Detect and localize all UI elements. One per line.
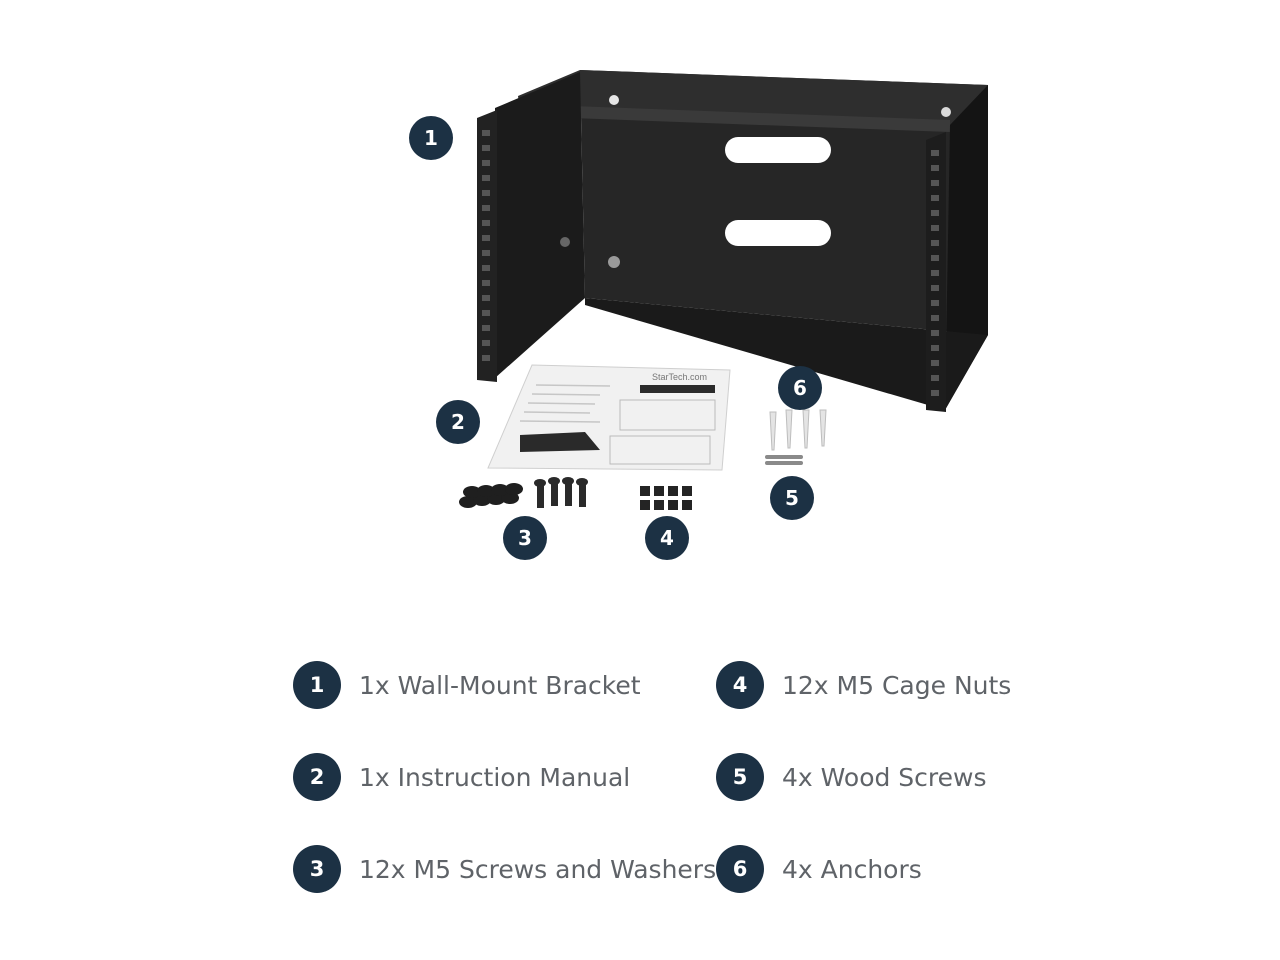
anchors <box>769 409 827 451</box>
legend-number-badge: 3 <box>293 845 341 893</box>
legend-label: 12x M5 Cage Nuts <box>782 670 1012 700</box>
legend-item-6: 6 4x Anchors <box>716 844 922 894</box>
legend-number-badge: 5 <box>716 753 764 801</box>
product-photo: StarTech.com <box>459 70 988 510</box>
legend-label: 4x Wood Screws <box>782 762 987 792</box>
legend-label: 1x Instruction Manual <box>359 762 631 792</box>
callout-badge-1: 1 <box>409 116 453 160</box>
legend-number-badge: 6 <box>716 845 764 893</box>
legend-number-badge: 2 <box>293 753 341 801</box>
m5-cage-nuts <box>640 486 692 510</box>
callout-number: 1 <box>424 126 438 150</box>
legend-item-1: 1 1x Wall-Mount Bracket <box>293 660 641 710</box>
legend-number-badge: 4 <box>716 661 764 709</box>
callout-badge-4: 4 <box>645 516 689 560</box>
callout-badge-6: 6 <box>778 366 822 410</box>
legend-label: 1x Wall-Mount Bracket <box>359 670 641 700</box>
legend-item-4: 4 12x M5 Cage Nuts <box>716 660 1011 710</box>
callout-number: 5 <box>785 486 799 510</box>
callout-badge-5: 5 <box>770 476 814 520</box>
legend-item-3: 3 12x M5 Screws and Washers <box>293 844 716 894</box>
package-contents-legend: 1 1x Wall-Mount Bracket 2 1x Instruction… <box>0 640 1280 930</box>
legend-label: 4x Anchors <box>782 854 922 884</box>
callout-number: 3 <box>518 526 532 550</box>
manual-brand-text: StarTech.com <box>652 372 707 382</box>
callout-badge-2: 2 <box>436 400 480 444</box>
legend-item-5: 5 4x Wood Screws <box>716 752 987 802</box>
callout-number: 6 <box>793 376 807 400</box>
legend-number-badge: 1 <box>293 661 341 709</box>
legend-item-2: 2 1x Instruction Manual <box>293 752 630 802</box>
callout-number: 2 <box>451 410 465 434</box>
callout-number: 4 <box>660 526 674 550</box>
instruction-manual: StarTech.com <box>487 364 731 471</box>
wall-mount-bracket <box>477 70 988 412</box>
m5-screws-and-washers <box>459 477 588 508</box>
legend-label: 12x M5 Screws and Washers <box>359 854 717 884</box>
wood-screws <box>765 455 803 465</box>
callout-badge-3: 3 <box>503 516 547 560</box>
